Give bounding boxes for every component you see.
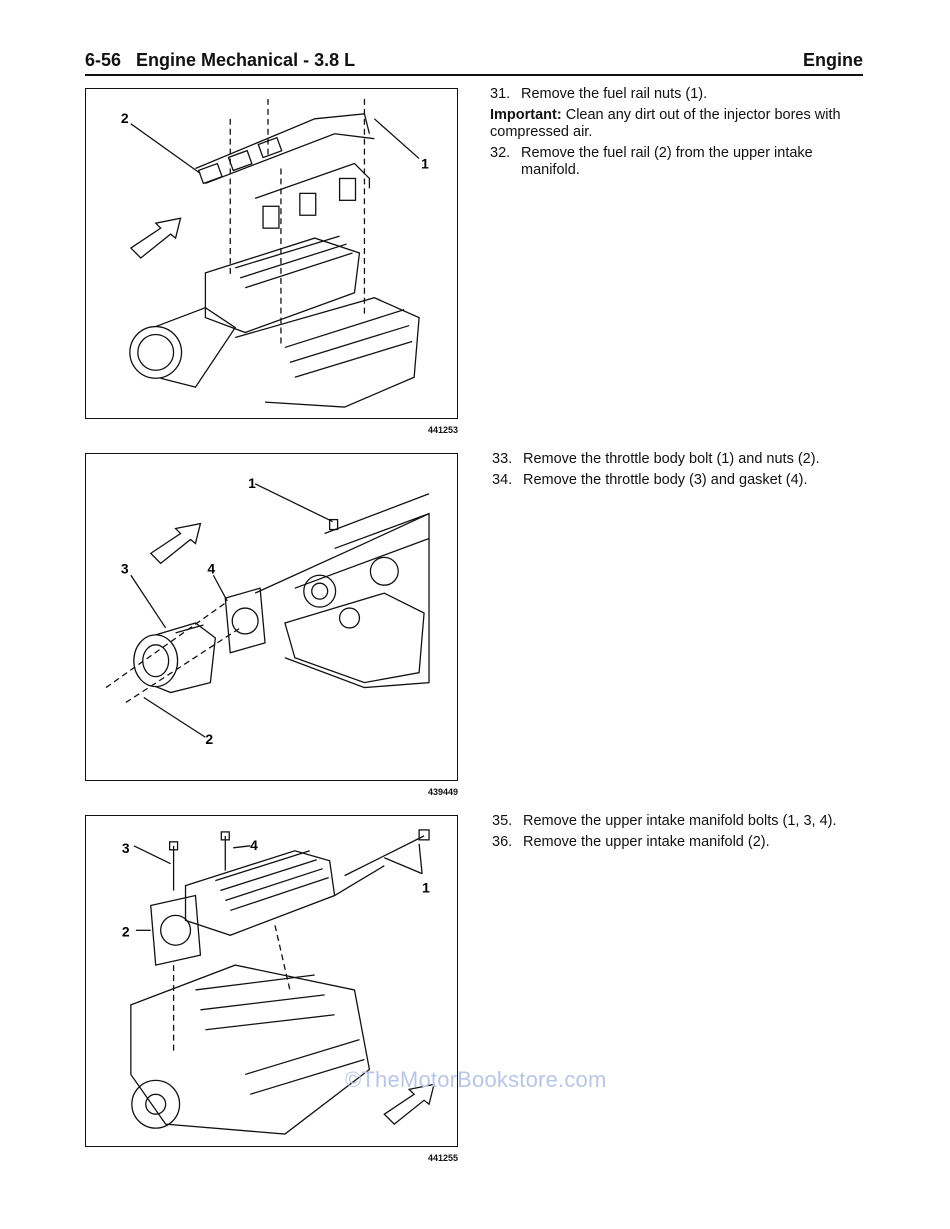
callout-1: 1 (248, 475, 256, 491)
important-text: Clean any dirt out of the injector bores… (490, 107, 841, 140)
step-number: 33. (492, 451, 513, 467)
step-number: 34. (492, 472, 513, 488)
figure-fuel-rail: 2 1 (85, 88, 458, 419)
section-title: Engine (802, 50, 863, 70)
watermark: ©TheMotorBookstore.com (345, 1067, 607, 1092)
step-35: 35. Remove the upper intake manifold bol… (492, 813, 862, 830)
page-title: 6-56 Engine Mechanical - 3.8 L (85, 50, 356, 70)
steps-fuel-rail: 31. Remove the fuel rail nuts (1). Impor… (490, 86, 860, 183)
step-33: 33. Remove the throttle body bolt (1) an… (492, 451, 862, 468)
callout-3: 3 (122, 840, 130, 856)
step-34: 34. Remove the throttle body (3) and gas… (492, 472, 862, 489)
callout-2: 2 (121, 110, 129, 126)
step-number: 32. (490, 145, 511, 161)
step-number: 31. (490, 86, 511, 102)
fuel-rail-illustration: 2 1 (121, 98, 429, 408)
throttle-body-illustration: 1 3 4 2 (105, 475, 430, 747)
callout-3: 3 (121, 560, 129, 576)
step-text: Remove the throttle body bolt (1) and nu… (523, 451, 820, 467)
figure-number: 441253 (427, 425, 458, 435)
step-31: 31. Remove the fuel rail nuts (1). (490, 86, 860, 103)
step-text: Remove the upper intake manifold bolts (… (523, 813, 837, 829)
step-number: 36. (492, 834, 513, 850)
step-text: Remove the upper intake manifold (2). (523, 834, 770, 850)
callout-1: 1 (422, 880, 430, 896)
steps-upper-intake: 35. Remove the upper intake manifold bol… (492, 813, 862, 855)
step-number: 35. (492, 813, 513, 829)
step-text: Remove the fuel rail nuts (1). (521, 86, 708, 102)
callout-4: 4 (207, 560, 215, 576)
callout-2: 2 (205, 731, 213, 747)
upper-intake-illustration: 3 4 2 1 (122, 829, 435, 1135)
callout-1: 1 (421, 156, 429, 172)
step-32: 32. Remove the fuel rail (2) from the up… (490, 145, 860, 179)
steps-throttle-body: 33. Remove the throttle body bolt (1) an… (492, 451, 862, 493)
callout-4: 4 (250, 837, 258, 853)
callout-2: 2 (122, 923, 130, 939)
step-text: Remove the fuel rail (2) from the upper … (521, 145, 813, 178)
important-note: Important: Clean any dirt out of the inj… (490, 107, 860, 141)
figure-number: 441255 (427, 1153, 458, 1163)
figure-upper-intake-manifold: 3 4 2 1 (85, 815, 458, 1147)
page-header: 6-56 Engine Mechanical - 3.8 L Engine (85, 50, 863, 76)
figure-throttle-body: 1 3 4 2 (85, 453, 458, 781)
important-label: Important: (490, 107, 562, 123)
step-36: 36. Remove the upper intake manifold (2)… (492, 834, 862, 851)
step-text: Remove the throttle body (3) and gasket … (523, 472, 808, 488)
figure-number: 439449 (427, 787, 458, 797)
